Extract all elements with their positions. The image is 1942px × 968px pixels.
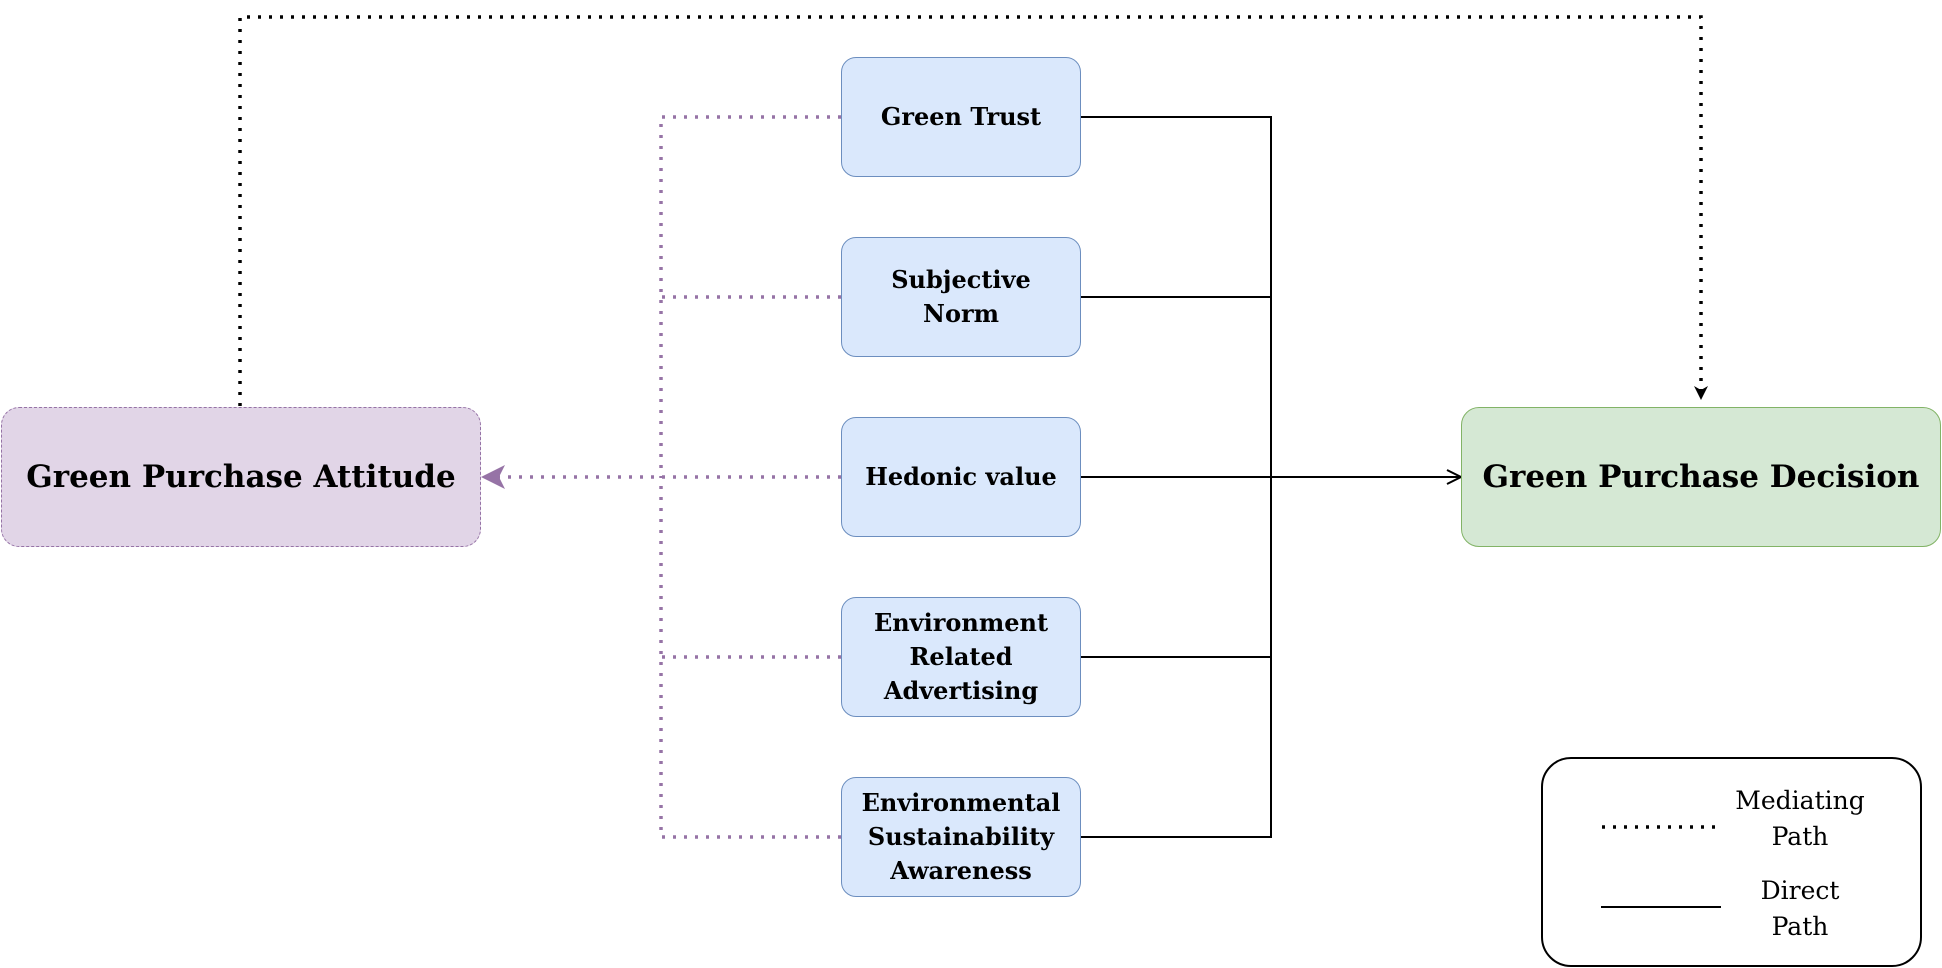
node-green-purchase-attitude: Green Purchase Attitude: [1, 407, 481, 547]
node-environment-related-advertising: Environment Related Advertising: [841, 597, 1081, 717]
legend-mediating-label: Mediating Path: [1735, 786, 1865, 851]
mediating-path-green-trust: [659, 115, 841, 477]
mediating-path-environmental-sustainability-awareness: [659, 477, 841, 839]
node-green-purchase-decision: Green Purchase Decision: [1461, 407, 1941, 547]
node-hedonic-value: Hedonic value: [841, 417, 1081, 537]
node-environmental-sustainability-awareness: Environmental Sustainability Awareness: [841, 777, 1081, 897]
legend-direct-label: Direct Path: [1760, 876, 1840, 941]
node-subjective-norm: Subjective Norm: [841, 237, 1081, 357]
legend-box: [1541, 757, 1922, 967]
node-green-purchase-decision-label: Green Purchase Decision: [1482, 459, 1920, 495]
node-environment-related-advertising-label: Environment Related Advertising: [873, 608, 1049, 705]
node-subjective-norm-label: Subjective Norm: [891, 265, 1031, 328]
node-green-purchase-attitude-label: Green Purchase Attitude: [26, 459, 456, 495]
node-green-trust: Green Trust: [841, 57, 1081, 177]
node-hedonic-value-label: Hedonic value: [865, 462, 1057, 491]
node-environmental-sustainability-awareness-label: Environmental Sustainability Awareness: [861, 788, 1061, 885]
node-green-trust-label: Green Trust: [880, 102, 1042, 131]
